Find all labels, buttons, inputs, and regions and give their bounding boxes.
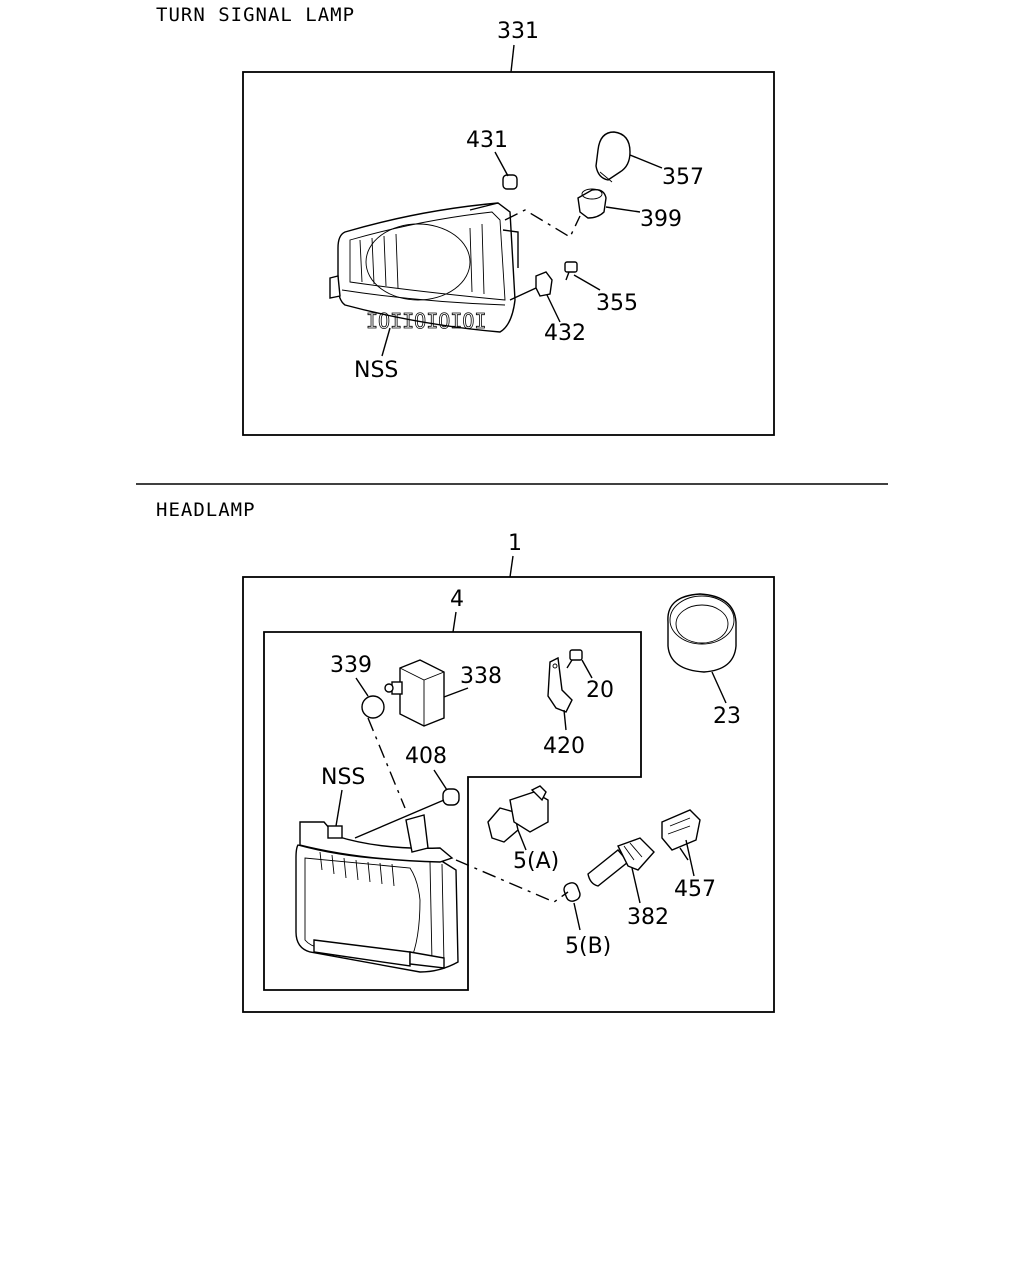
headlamp-frame [242,576,775,1013]
part-20-screw [566,649,583,669]
part-408-leader [433,769,448,791]
part-5b-leader [573,902,581,931]
turn-signal-nss-label: NSS [354,358,398,383]
subassembly-4-label: 4 [450,587,464,612]
part-357-leader [629,154,663,169]
turn-signal-title: TURN SIGNAL LAMP [156,4,355,26]
assembly-1-label: 1 [508,531,522,556]
part-355-leader [573,274,601,291]
part-432-leader [546,294,561,323]
part-5b-bulb [563,882,581,902]
part-339-leader [355,677,369,697]
part-457-connector [661,809,701,861]
headlamp-title: HEADLAMP [156,499,256,521]
part-431-leader [494,151,509,177]
part-382-leader [631,867,641,904]
turn-signal-section: TURN SIGNAL LAMP 331 ΙΟΙΙΟΙΟΙΟΙ 431 357 [156,4,775,436]
bulb-5b-connection-line [455,859,569,903]
part-357-label: 357 [662,165,704,190]
part-382-socket [587,837,655,887]
assembly-1-leader [509,555,514,578]
part-420-bracket [547,656,573,713]
part-338-leveling-motor [384,659,445,727]
part-338-leader [443,687,469,698]
part-457-leader [685,839,695,877]
part-338-label: 338 [460,664,502,689]
turn-signal-nss-leader [381,327,391,357]
part-355-screw [564,261,578,281]
svg-text:ΙΟΙΙΟΙΟΙΟΙ: ΙΟΙΙΟΙΟΙΟΙ [366,309,486,333]
part-20-leader [581,659,593,679]
part-457-label: 457 [674,877,716,902]
part-5a-label: 5(A) [513,849,559,874]
part-5a-bulb [487,785,549,843]
oring-connection-line [367,717,406,809]
part-382-label: 382 [627,905,669,930]
part-23-label: 23 [713,704,741,729]
part-23-leader [711,671,727,704]
part-399-leader [605,206,641,213]
part-432-label: 432 [544,321,586,346]
socket-connection-line [504,209,581,238]
part-420-label: 420 [543,734,585,759]
headlamp-nss-label: NSS [321,765,365,790]
part-23-ring [667,593,737,673]
part-339-oring [361,695,385,719]
part-420-leader [563,709,567,731]
part-355-label: 355 [596,291,638,316]
headlamp-section: HEADLAMP 1 4 339 338 20 4 [156,499,775,1013]
part-20-label: 20 [586,678,614,703]
headlamp-body [295,814,459,973]
subassembly-4-frame [263,631,642,991]
part-408-cap [442,788,460,806]
assembly-331-leader [510,44,515,73]
part-399-label: 399 [640,207,682,232]
part-399-socket [577,188,607,219]
assembly-331-label: 331 [497,19,539,44]
part-431-label: 431 [466,128,508,153]
part-5a-leader [517,829,527,851]
turn-signal-frame [242,71,775,436]
part-357-bulb [595,131,631,183]
part-432-nut [535,271,553,297]
subassembly-4-leader [452,611,457,633]
headlamp-nss-leader [335,789,343,827]
part-339-label: 339 [330,653,372,678]
part-432-connection [509,287,537,301]
turn-signal-lamp-body: ΙΟΙΙΟΙΟΙΟΙ [329,202,519,333]
cap-connection-line [354,799,445,839]
part-5b-label: 5(B) [565,934,611,959]
part-408-label: 408 [405,744,447,769]
part-431-clip [502,174,518,190]
